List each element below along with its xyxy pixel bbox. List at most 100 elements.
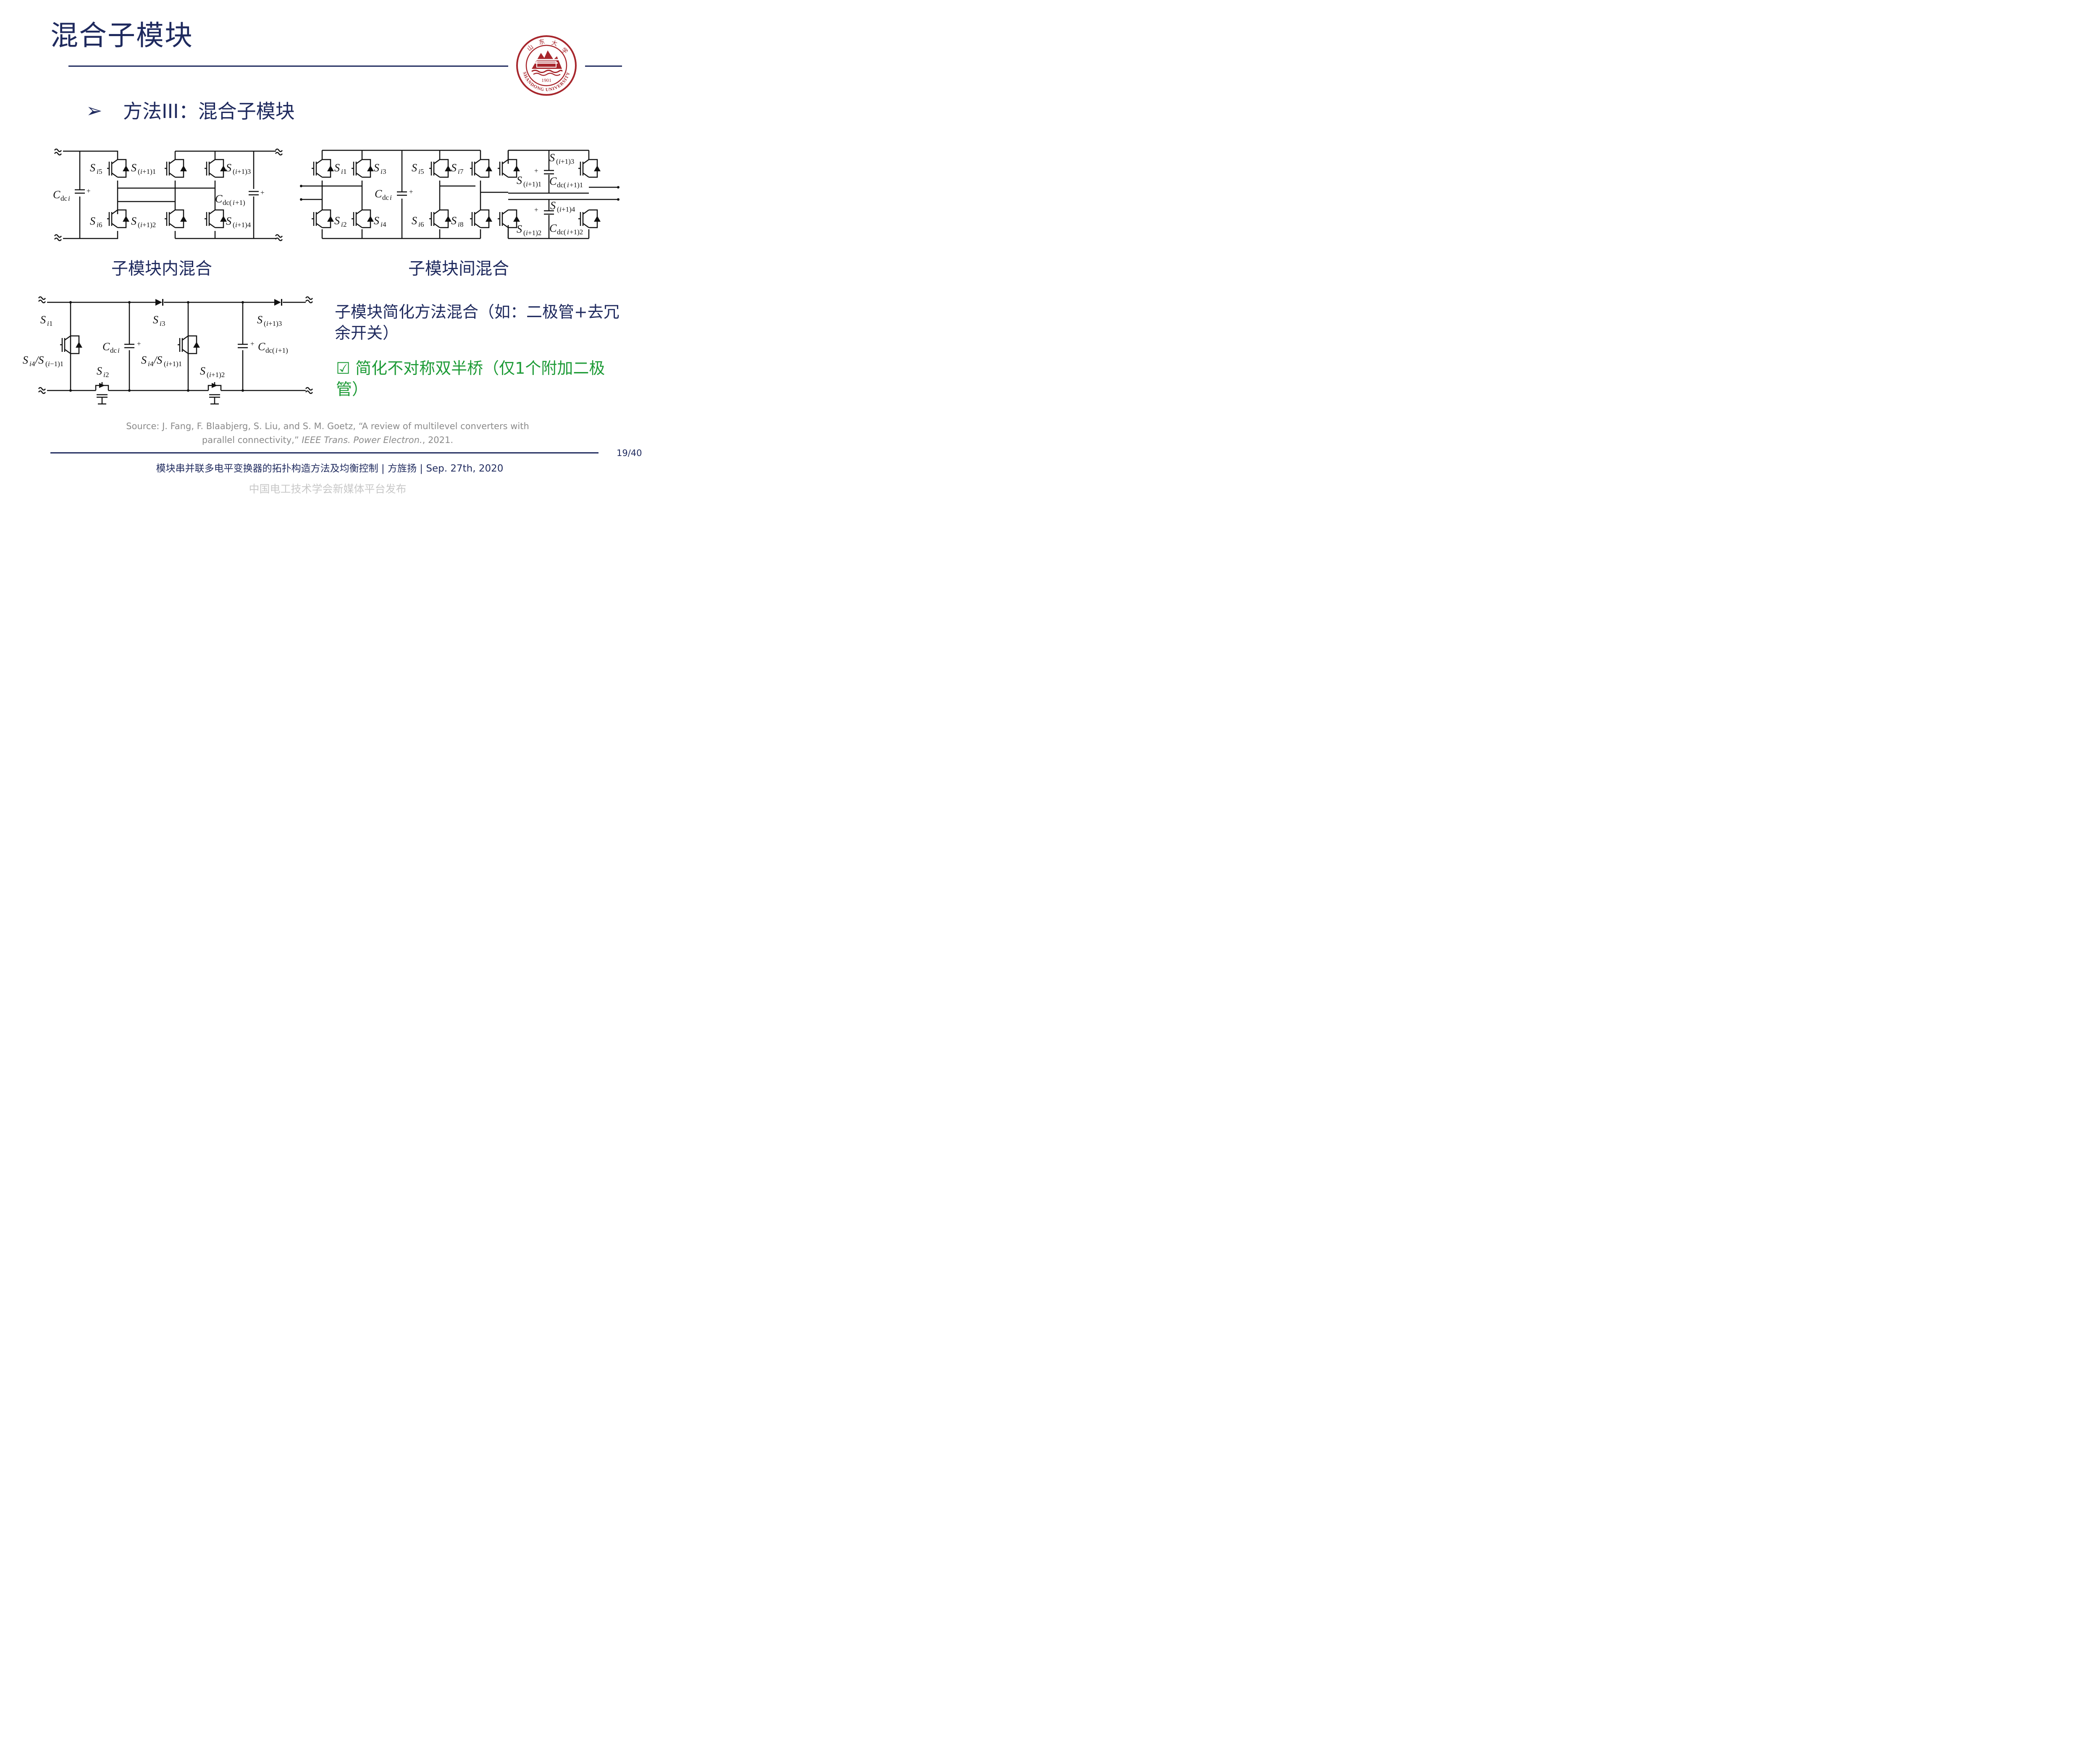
svg-text:i: i bbox=[276, 346, 278, 354]
svg-text:i: i bbox=[103, 371, 105, 379]
svg-text:i: i bbox=[235, 168, 237, 176]
svg-text:C: C bbox=[549, 175, 557, 187]
svg-text:(: ( bbox=[264, 320, 266, 328]
svg-text:(: ( bbox=[138, 168, 140, 176]
caption-inter: 子模块间混合 bbox=[408, 259, 509, 278]
svg-text:S: S bbox=[334, 162, 340, 174]
svg-text:6: 6 bbox=[420, 220, 424, 228]
svg-text:S: S bbox=[451, 215, 457, 227]
svg-text:+1)1: +1)1 bbox=[168, 360, 182, 368]
footer-rule bbox=[50, 452, 598, 453]
svg-text:5: 5 bbox=[420, 168, 424, 176]
svg-text:+1)3: +1)3 bbox=[237, 168, 251, 176]
svg-text:i: i bbox=[418, 168, 420, 176]
svg-text:+: + bbox=[137, 340, 141, 348]
footer-text: 模块串并联多电平变换器的拓扑构造方法及均衡控制 | 方旌扬 | Sep. 27t… bbox=[156, 463, 504, 474]
svg-text:dc(: dc( bbox=[557, 181, 566, 189]
svg-text:i: i bbox=[526, 180, 528, 188]
svg-text:i: i bbox=[458, 220, 460, 228]
svg-text:+1)2: +1)2 bbox=[211, 371, 225, 379]
logo-year: 1901 bbox=[541, 77, 551, 83]
svg-text:i: i bbox=[418, 220, 420, 228]
watermark-text: 中国电工技术学会新媒体平台发布 bbox=[249, 483, 407, 495]
svg-text:S: S bbox=[226, 162, 231, 174]
svg-text:i: i bbox=[390, 194, 392, 202]
svg-text:dc: dc bbox=[110, 346, 117, 354]
svg-text:+1)3: +1)3 bbox=[268, 320, 282, 328]
svg-text:+: + bbox=[534, 206, 538, 214]
title-rule-left bbox=[68, 66, 508, 67]
svg-text:i: i bbox=[160, 320, 162, 328]
svg-text:i: i bbox=[166, 360, 168, 368]
svg-text:i: i bbox=[148, 360, 150, 368]
svg-text:+1): +1) bbox=[278, 346, 288, 354]
svg-text:4: 4 bbox=[150, 360, 154, 368]
source-line-1: Source: J. Fang, F. Blaabjerg, S. Liu, a… bbox=[126, 421, 529, 431]
svg-text:3: 3 bbox=[162, 320, 165, 328]
svg-text:S: S bbox=[90, 215, 95, 227]
svg-text:(: ( bbox=[233, 168, 235, 176]
svg-text:(: ( bbox=[557, 205, 559, 213]
slide-title: 混合子模块 bbox=[50, 19, 193, 52]
svg-text:(: ( bbox=[523, 229, 526, 237]
svg-text:i: i bbox=[29, 360, 32, 368]
svg-text:dc: dc bbox=[382, 194, 389, 202]
svg-text:dc: dc bbox=[60, 194, 68, 202]
svg-text:+: + bbox=[250, 340, 255, 348]
svg-text:(: ( bbox=[233, 221, 235, 229]
svg-text:i: i bbox=[97, 221, 99, 229]
source-citation: Source: J. Fang, F. Blaabjerg, S. Liu, a… bbox=[109, 419, 546, 447]
svg-text:(: ( bbox=[164, 360, 166, 368]
svg-text:1: 1 bbox=[343, 168, 347, 176]
svg-text:4: 4 bbox=[383, 220, 386, 228]
svg-text:S: S bbox=[412, 162, 417, 174]
svg-text:+1)1: +1)1 bbox=[528, 180, 541, 188]
svg-text:+1)1: +1)1 bbox=[570, 181, 583, 189]
svg-text:i: i bbox=[341, 220, 343, 228]
svg-text:+: + bbox=[534, 167, 538, 175]
bullet-marker: ➢ bbox=[86, 99, 102, 122]
svg-text:8: 8 bbox=[460, 220, 464, 228]
svg-text:S: S bbox=[97, 365, 102, 377]
svg-text:S: S bbox=[412, 215, 417, 227]
svg-text:S: S bbox=[550, 199, 556, 212]
check-item: ☑ 简化不对称双半桥（仅1个附加二极管） bbox=[336, 358, 626, 400]
svg-text:i: i bbox=[48, 360, 50, 368]
svg-text:5: 5 bbox=[99, 168, 102, 176]
svg-text:(: ( bbox=[138, 221, 140, 229]
svg-text:+1)1: +1)1 bbox=[142, 168, 156, 176]
svg-text:C: C bbox=[549, 222, 557, 234]
svg-text:(: ( bbox=[45, 360, 48, 368]
svg-text:+1)2: +1)2 bbox=[528, 229, 541, 237]
svg-text:i: i bbox=[118, 346, 120, 354]
source-line-2: parallel connectivity,” IEEE Trans. Powe… bbox=[202, 435, 454, 445]
svg-text:+: + bbox=[409, 188, 413, 196]
svg-text:i: i bbox=[140, 221, 142, 229]
svg-text:S: S bbox=[374, 215, 379, 227]
svg-text:+: + bbox=[260, 189, 265, 197]
svg-text:2: 2 bbox=[105, 371, 109, 379]
svg-text:C: C bbox=[102, 341, 110, 353]
journal-name: IEEE Trans. Power Electron. bbox=[302, 435, 423, 445]
svg-text:4: 4 bbox=[32, 360, 35, 368]
svg-text:S: S bbox=[23, 354, 28, 366]
description-text: 子模块简化方法混合（如：二极管+去冗余开关） bbox=[335, 303, 620, 342]
svg-text:/S: /S bbox=[153, 354, 162, 366]
title-rule-right bbox=[585, 66, 622, 67]
svg-text:i: i bbox=[97, 168, 99, 176]
svg-text:i: i bbox=[526, 229, 528, 237]
svg-text:+1)2: +1)2 bbox=[570, 228, 583, 236]
svg-text:S: S bbox=[40, 314, 46, 326]
svg-text:i: i bbox=[458, 168, 460, 176]
caption-intra: 子模块内混合 bbox=[111, 259, 212, 278]
svg-text:+1)2: +1)2 bbox=[142, 221, 156, 229]
svg-text:+1)3: +1)3 bbox=[561, 157, 574, 165]
svg-text:i: i bbox=[381, 220, 383, 228]
svg-text:C: C bbox=[53, 189, 60, 201]
svg-text:i: i bbox=[341, 168, 343, 176]
svg-text:i: i bbox=[559, 157, 561, 165]
svg-text:东: 东 bbox=[538, 38, 546, 46]
svg-text:+1)4: +1)4 bbox=[562, 205, 575, 213]
check-text: 简化不对称双半桥（仅1个附加二极管） bbox=[336, 359, 605, 398]
